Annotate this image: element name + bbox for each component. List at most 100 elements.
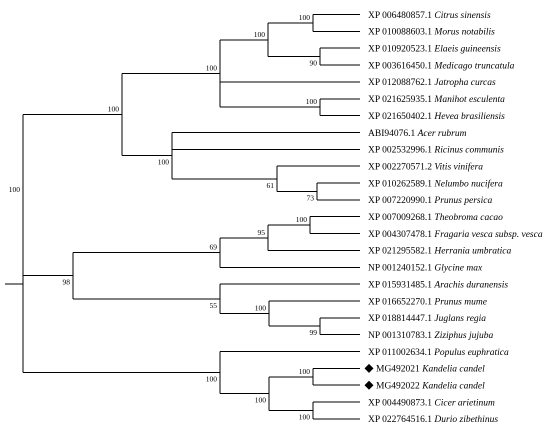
leaf-label: XP 003616450.1 Medicago truncatula xyxy=(368,61,515,71)
support-value: 100 xyxy=(306,97,318,106)
leaf-accession: XP 006480857.1 xyxy=(368,11,434,21)
leaf-species: Theobroma cacao xyxy=(434,213,503,223)
support-value: 100 xyxy=(108,105,120,114)
leaf-accession: XP 010262589.1 xyxy=(368,179,434,189)
leaf-label: XP 006480857.1 Citrus sinensis xyxy=(368,11,491,21)
leaf-accession: XP 016652270.1 xyxy=(368,297,434,307)
leaf-species: Hevea brasiliensis xyxy=(433,112,505,122)
support-value: 100 xyxy=(9,185,21,194)
leaf-accession: NP 001240152.1 xyxy=(368,264,434,274)
leaf-label: NP 001240152.1 Glycine max xyxy=(368,264,483,274)
leaf-accession: XP 007009268.1 xyxy=(368,213,434,223)
diamond-marker-icon xyxy=(364,363,374,373)
leaf-accession: XP 003616450.1 xyxy=(368,61,434,71)
support-value: 100 xyxy=(255,396,267,405)
leaf-label: XP 012088762.1 Jatropha curcas xyxy=(368,78,496,88)
leaf-label: XP 022764516.1 Durio zibethinus xyxy=(368,415,498,425)
diamond-marker-icon xyxy=(364,380,374,390)
leaf-accession: NP 001310783.1 xyxy=(368,331,434,341)
leaf-label: XP 010088603.1 Morus notabilis xyxy=(368,28,495,38)
leaf-label: MG492021 Kandelia candel xyxy=(376,365,485,375)
leaf-accession: MG492021 xyxy=(376,365,422,375)
leaf-accession: XP 002532996.1 xyxy=(368,146,434,156)
support-value: 100 xyxy=(206,375,218,384)
leaf-accession: ABI94076.1 xyxy=(368,129,418,139)
support-value: 100 xyxy=(299,367,311,376)
support-value: 55 xyxy=(210,301,218,310)
leaf-accession: XP 012088762.1 xyxy=(368,78,434,88)
support-value: 100 xyxy=(299,13,311,22)
leaf-accession: XP 004490873.1 xyxy=(368,398,434,408)
leaf-species: Ricinus communis xyxy=(433,146,504,156)
leaf-label: XP 011002634.1 Populus euphratica xyxy=(368,348,509,358)
support-value: 100 xyxy=(254,30,266,39)
leaf-species: Morus notabilis xyxy=(433,28,495,38)
leaf-species: Durio zibethinus xyxy=(433,415,498,425)
leaf-species: Juglans regia xyxy=(434,314,486,324)
leaf-label: XP 018814447.1 Juglans regia xyxy=(368,314,486,324)
leaf-label: NP 001310783.1 Ziziphus jujuba xyxy=(368,331,494,341)
leaf-species: Vitis vinifera xyxy=(434,161,483,172)
support-value: 100 xyxy=(158,158,170,167)
leaf-species: Citrus sinensis xyxy=(434,11,491,21)
leaf-accession: XP 010088603.1 xyxy=(368,28,434,38)
support-value: 73 xyxy=(307,193,315,202)
leaf-label: XP 007220990.1 Prunus persica xyxy=(368,196,492,206)
leaf-species: Kandelia candel xyxy=(421,365,485,375)
leaf-species: Ziziphus jujuba xyxy=(434,331,493,341)
support-value: 100 xyxy=(206,63,218,72)
leaf-label: XP 007009268.1 Theobroma cacao xyxy=(368,213,503,223)
leaf-species: Arachis duranensis xyxy=(433,280,508,290)
leaf-label: XP 004307478.1 Fragaria vesca subsp. ves… xyxy=(368,230,543,240)
leaf-accession: XP 002270571.2 xyxy=(368,162,434,172)
leaf-label: XP 015931485.1 Arachis duranensis xyxy=(368,280,508,290)
leaf-label: XP 021625935.1 Manihot esculenta xyxy=(368,95,505,105)
leaf-species: Glycine max xyxy=(434,264,483,274)
leaf-accession: XP 015931485.1 xyxy=(368,280,434,290)
leaf-accession: XP 018814447.1 xyxy=(368,314,434,324)
leaf-species: Elaeis guineensis xyxy=(433,45,501,55)
leaf-species: Medicago truncatula xyxy=(433,61,514,71)
leaf-species: Prunus persica xyxy=(433,196,492,206)
leaf-label: XP 010920523.1 Elaeis guineensis xyxy=(368,45,501,55)
support-value: 61 xyxy=(267,181,275,190)
leaf-species: Populus euphratica xyxy=(433,348,509,358)
leaf-species: Fragaria vesca subsp. vesca xyxy=(433,230,542,240)
leaf-label: XP 002532996.1 Ricinus communis xyxy=(368,146,504,156)
support-value: 90 xyxy=(310,59,318,68)
leaf-species: Jatropha curcas xyxy=(434,78,496,88)
support-value: 98 xyxy=(63,278,71,287)
leaf-accession: XP 010920523.1 xyxy=(368,45,434,55)
leaf-accession: XP 021625935.1 xyxy=(368,95,434,105)
leaf-label: XP 016652270.1 Prunus mume xyxy=(368,297,487,307)
support-value: 100 xyxy=(299,412,311,421)
leaf-label: XP 021650402.1 Hevea brasiliensis xyxy=(368,112,505,122)
leaf-species: Kandelia candel xyxy=(421,382,485,392)
leaf-accession: XP 022764516.1 xyxy=(368,415,434,425)
leaf-label: XP 010262589.1 Nelumbo nucifera xyxy=(368,178,503,189)
leaf-species: Prunus mume xyxy=(433,297,487,307)
leaf-species: Herrania umbratica xyxy=(433,247,511,257)
leaf-label: XP 004490873.1 Cicer arietinum xyxy=(368,398,495,408)
support-value: 100 xyxy=(296,215,308,224)
leaf-species: Cicer arietinum xyxy=(434,398,495,408)
leaf-species: Manihot esculenta xyxy=(433,95,505,105)
leaf-accession: XP 004307478.1 xyxy=(368,230,434,240)
leaf-accession: MG492022 xyxy=(376,382,422,392)
leaf-accession: XP 011002634.1 xyxy=(368,348,434,358)
leaf-label: MG492022 Kandelia candel xyxy=(376,382,485,392)
leaf-accession: XP 007220990.1 xyxy=(368,196,434,206)
support-value: 100 xyxy=(255,304,267,313)
leaf-label: XP 002270571.2 Vitis vinifera xyxy=(368,161,483,172)
support-value: 99 xyxy=(310,328,318,337)
leaf-species: Nelumbo nucifera xyxy=(433,178,503,189)
leaf-accession: XP 021295582.1 xyxy=(368,247,434,257)
support-value: 69 xyxy=(210,243,218,252)
leaf-label: ABI94076.1 Acer rubrum xyxy=(368,129,467,139)
leaf-accession: XP 021650402.1 xyxy=(368,112,434,122)
support-value: 95 xyxy=(258,228,266,237)
leaf-label: XP 021295582.1 Herrania umbratica xyxy=(368,247,511,257)
leaf-species: Acer rubrum xyxy=(417,129,467,139)
